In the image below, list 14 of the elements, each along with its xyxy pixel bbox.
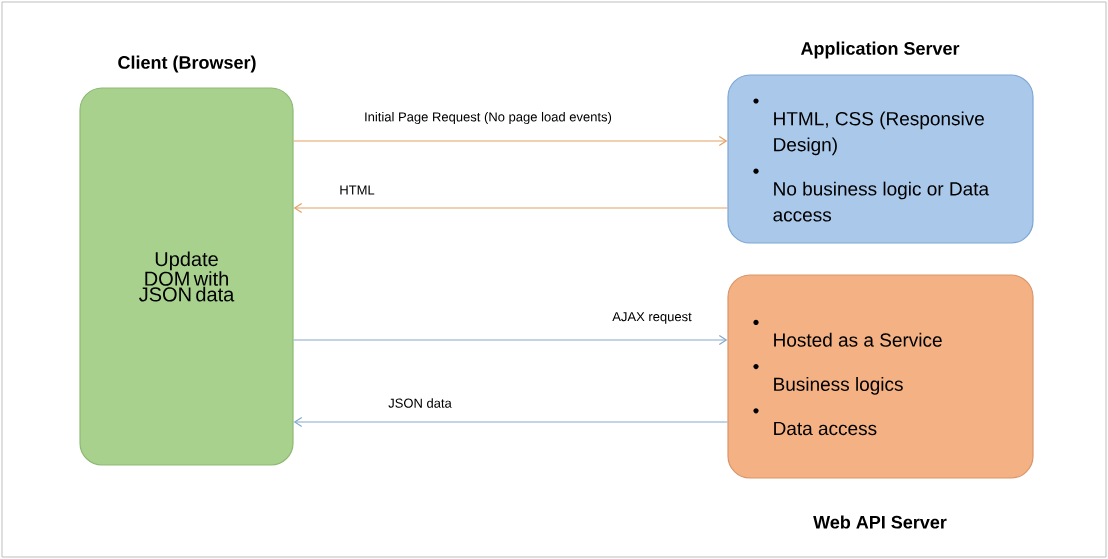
heading: Application Server (800, 41, 960, 59)
server-box: HTML, CSS (Responsive Design) No business logic or Data access (727, 74, 1034, 244)
arrow (293, 135, 728, 147)
heading: Client (Browser) (118, 55, 256, 73)
edge-label: AJAX request (611, 311, 693, 325)
heading: Web API Server (813, 515, 947, 529)
edge-label: JSON data (387, 397, 453, 409)
arrow (293, 202, 728, 214)
edge-label: HTML (338, 184, 376, 196)
server-box: Update DOM with JSON data (79, 87, 294, 466)
arrow (293, 334, 728, 346)
arrow (293, 416, 728, 428)
edge-label: Initial Page Request (No page load events) (363, 110, 613, 126)
server-box: Hosted as a Service Business logics Data access (727, 274, 1034, 479)
